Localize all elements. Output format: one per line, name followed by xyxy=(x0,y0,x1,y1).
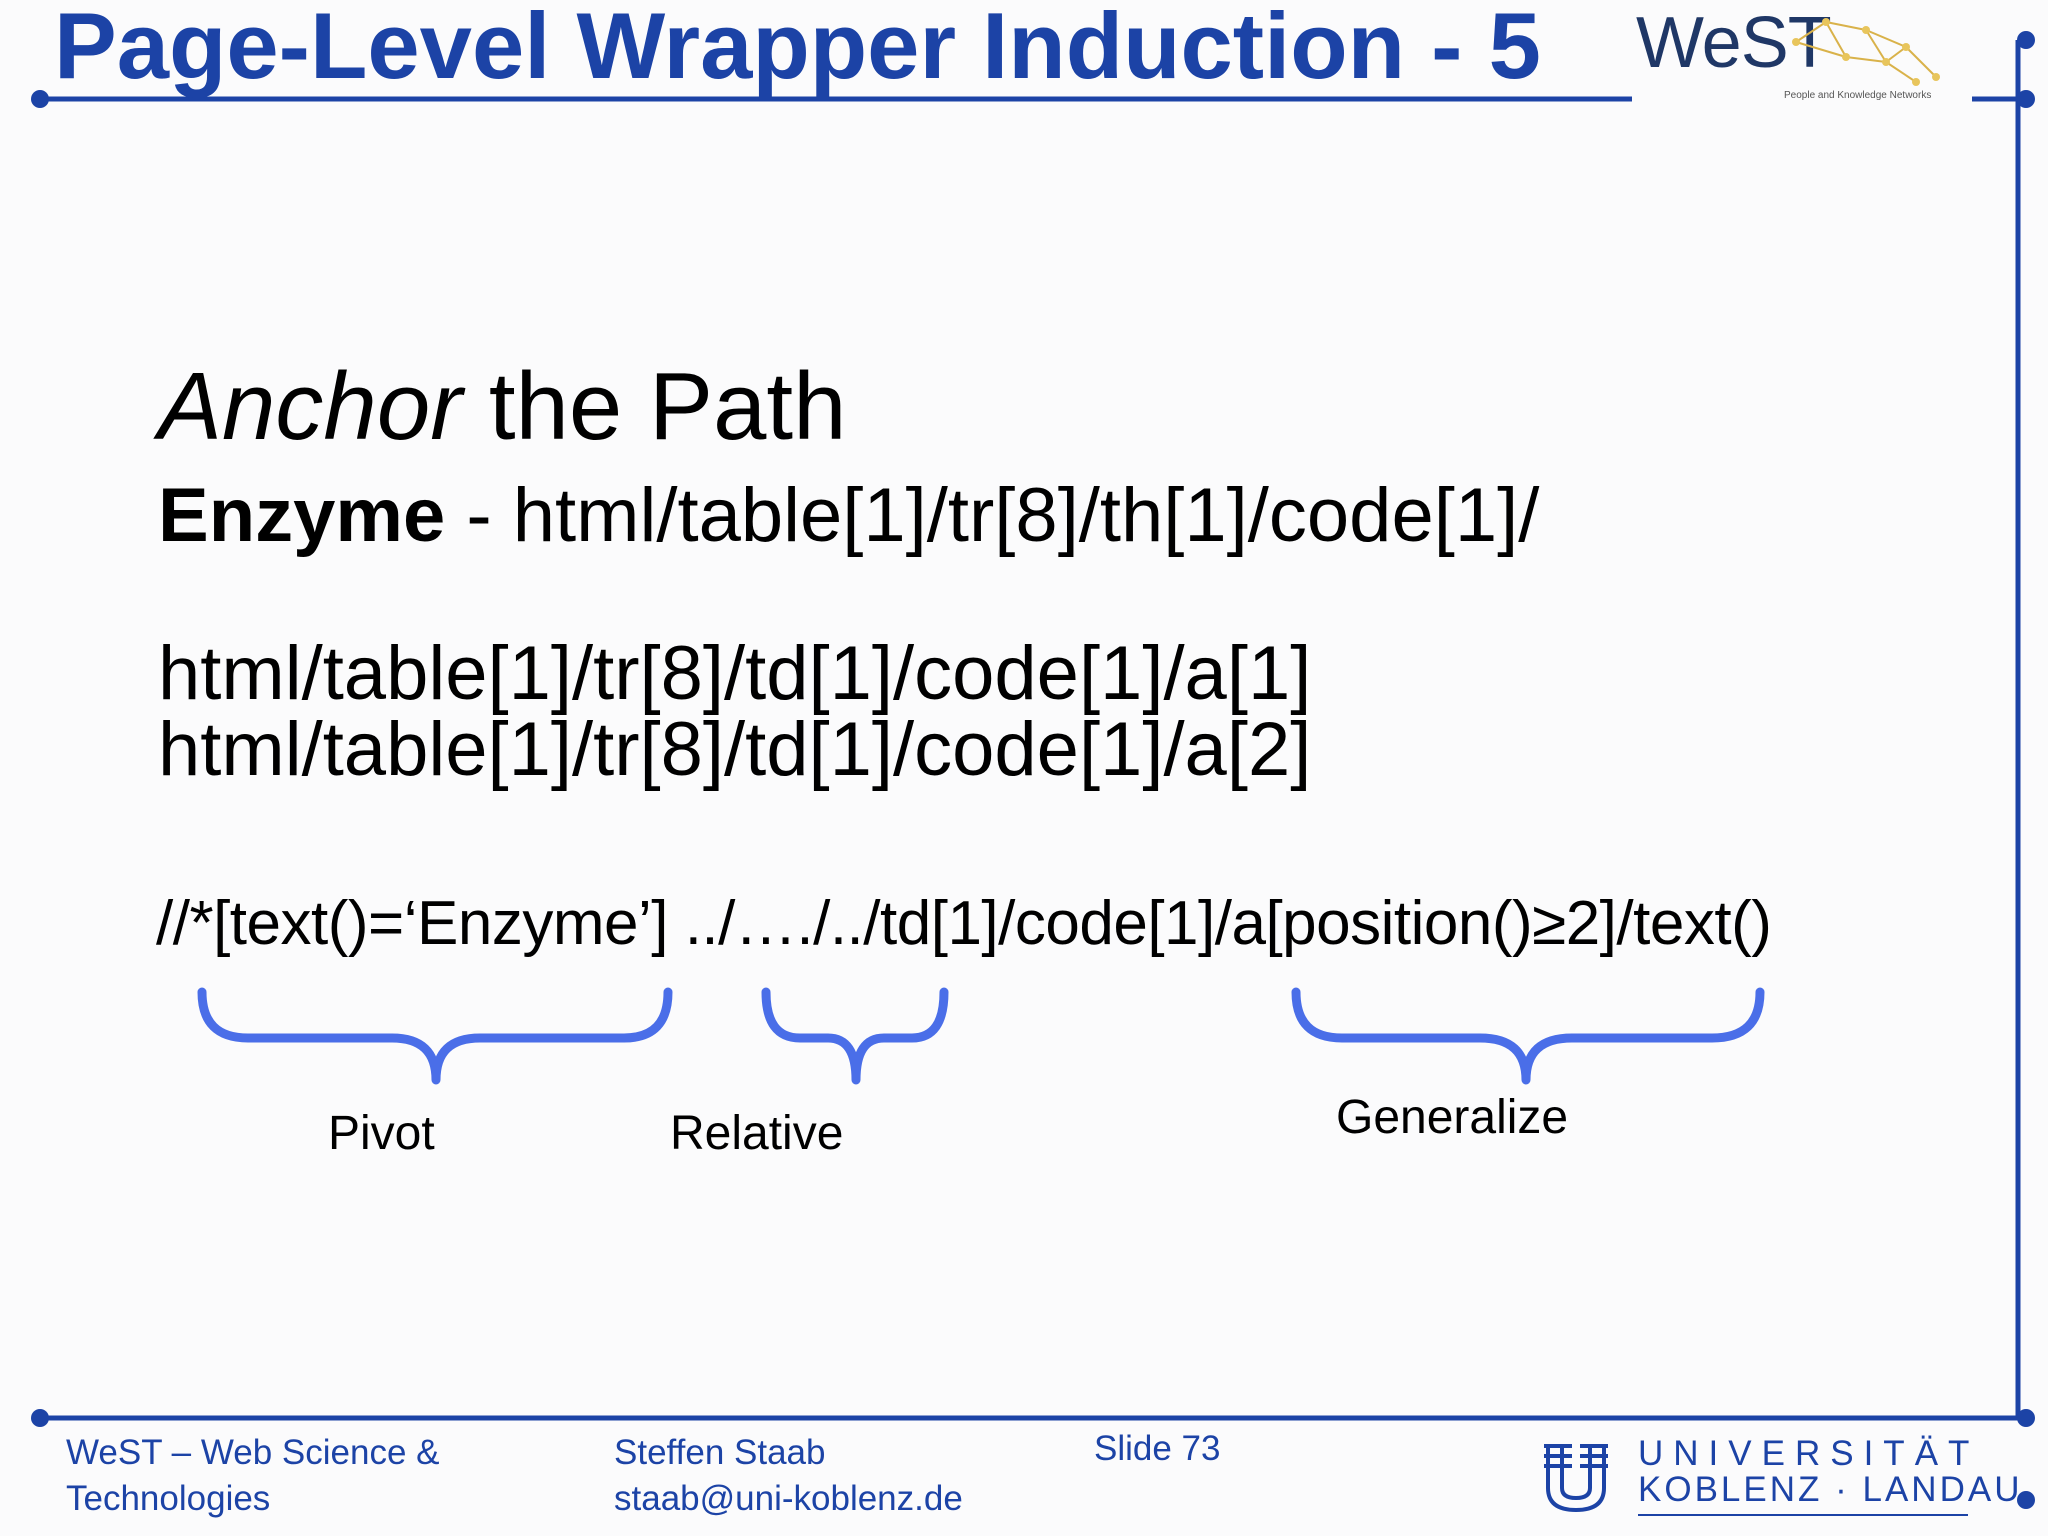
generalize-brace xyxy=(1291,987,1765,1085)
university-name-line1: UNIVERSITÄT xyxy=(1638,1434,1980,1473)
enzyme-label: Enzyme xyxy=(158,473,446,558)
bottom-left-dot xyxy=(31,1409,49,1427)
bottom-right-dot xyxy=(2017,1409,2035,1427)
footer-org-line2: Technologies xyxy=(66,1479,271,1519)
top-right-dot xyxy=(2017,90,2035,108)
enzyme-path: - html/table[1]/tr[8]/th[1]/code[1]/ xyxy=(445,473,1540,558)
path-line-1: html/table[1]/tr[8]/td[1]/code[1]/a[1] xyxy=(158,631,1312,716)
network-icon xyxy=(1792,18,1940,86)
pivot-brace xyxy=(197,987,673,1085)
university-logo: UNIVERSITÄT KOBLENZ · LANDAU xyxy=(1536,1430,2019,1520)
university-underline xyxy=(1638,1514,1968,1516)
west-logo: WeST xyxy=(1636,2,1966,112)
footer-author-email: staab@uni-koblenz.de xyxy=(614,1479,963,1519)
pivot-label: Pivot xyxy=(328,1107,435,1160)
slide-title: Page-Level Wrapper Induction - 5 xyxy=(54,0,1541,98)
relative-brace xyxy=(761,987,949,1085)
generalize-label: Generalize xyxy=(1336,1091,1569,1144)
footer-author: Steffen Staab staab@uni-koblenz.de xyxy=(614,1430,963,1522)
right-top-dot xyxy=(2017,31,2035,49)
footer-author-name: Steffen Staab xyxy=(614,1433,826,1472)
heading-italic: Anchor xyxy=(158,353,463,460)
university-emblem-icon xyxy=(1544,1444,1608,1513)
heading-rest: the Path xyxy=(462,353,847,460)
top-left-dot xyxy=(31,90,49,108)
footer-organization: WeST – Web Science & Technologies xyxy=(66,1430,440,1522)
footer-org-line1: WeST – Web Science & xyxy=(66,1433,440,1472)
west-logo-tagline: People and Knowledge Networks xyxy=(1784,90,1932,101)
enzyme-line: Enzyme - html/table[1]/tr[8]/th[1]/code[… xyxy=(158,472,1539,559)
right-bottom-dot xyxy=(2017,1491,2035,1509)
relative-label: Relative xyxy=(670,1107,844,1160)
slide-number: Slide 73 xyxy=(1094,1429,1221,1468)
university-name-line2: KOBLENZ · LANDAU xyxy=(1638,1470,2023,1509)
path-line-2: html/table[1]/tr[8]/td[1]/code[1]/a[2] xyxy=(158,707,1312,792)
section-heading: Anchor the Path xyxy=(158,352,846,462)
xpath-expression: //*[text()=‘Enzyme’] ../…./../td[1]/code… xyxy=(156,889,1772,958)
